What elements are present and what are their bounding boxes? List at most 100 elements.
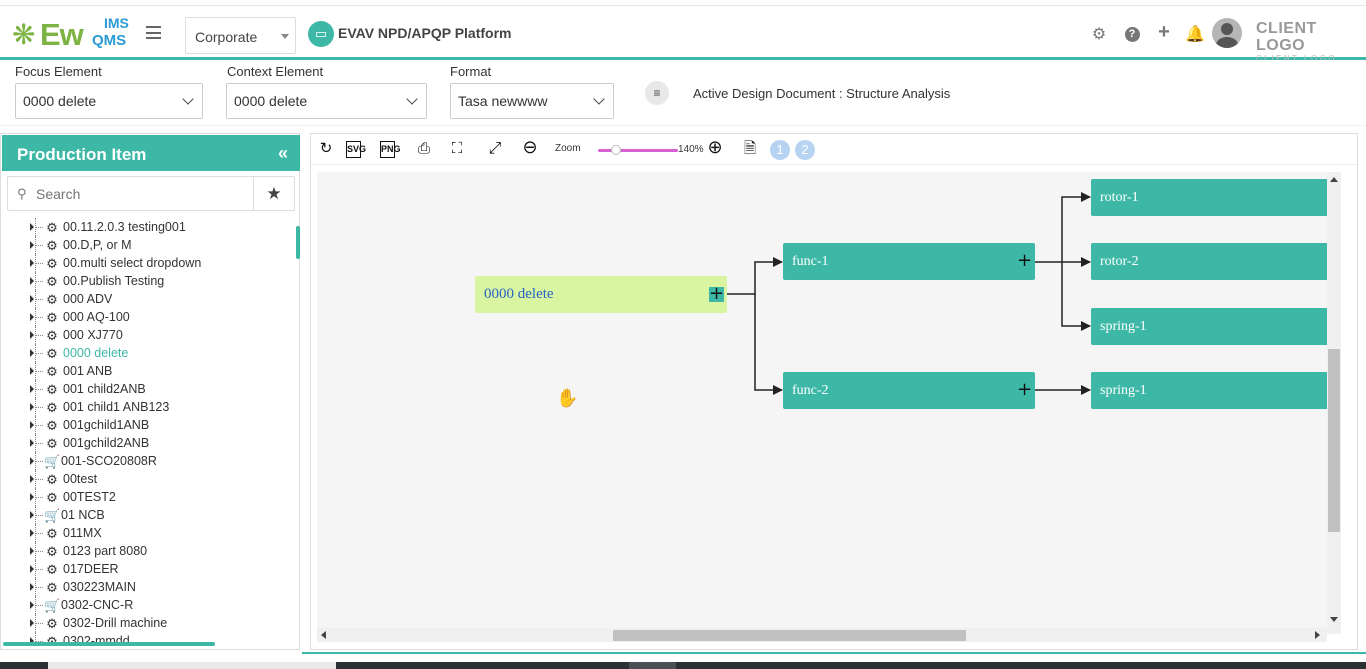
company-select[interactable]: Corporate (185, 17, 296, 54)
sidebar-vertical-scrollbar[interactable] (296, 226, 300, 259)
diagram-node-root[interactable]: 0000 delete + (475, 276, 727, 313)
expand-arrow-icon[interactable] (30, 241, 34, 249)
expand-arrow-icon[interactable] (30, 565, 34, 573)
tree-item[interactable]: ⚙001 child2ANB (2, 380, 294, 398)
tree-item[interactable]: ⚙030223MAIN (2, 578, 294, 596)
vertical-scroll-thumb[interactable] (1328, 349, 1340, 532)
diagram-node-func-1[interactable]: func-1 + (783, 243, 1035, 280)
expand-arrow-icon[interactable] (30, 349, 34, 357)
expand-plus-icon[interactable]: + (709, 283, 725, 304)
tree-item[interactable]: ⚙000 AQ-100 (2, 308, 294, 326)
platform-title[interactable]: EVAV NPD/APQP Platform (338, 25, 512, 41)
fit-to-screen-icon[interactable]: ⤢ (488, 140, 502, 157)
sidebar-horizontal-scrollbar[interactable] (3, 642, 215, 646)
ewqms-logo[interactable]: ❋ Ew IMS QMS (12, 15, 132, 52)
expand-arrow-icon[interactable] (30, 493, 34, 501)
expand-plus-icon[interactable]: + (1017, 379, 1033, 400)
diagram-node-spring-1-func-2[interactable]: spring-1 (1091, 372, 1341, 409)
tree-item[interactable]: ⚙011MX (2, 524, 294, 542)
tree-item[interactable]: ⚙00.11.2.0.3 testing001 (2, 218, 294, 236)
tree-item[interactable]: ⚙00TEST2 (2, 488, 294, 506)
expand-arrow-icon[interactable] (30, 331, 34, 339)
taskbar-segment[interactable] (629, 662, 676, 669)
focus-element-select[interactable]: 0000 delete (15, 83, 203, 119)
expand-arrow-icon[interactable] (30, 367, 34, 375)
export-svg-icon[interactable]: SVG (346, 141, 366, 158)
zoom-in-icon[interactable]: ⊕ (707, 137, 723, 157)
export-png-icon[interactable]: PNG (380, 141, 401, 158)
zoom-out-icon[interactable]: ⊖ (522, 137, 538, 157)
tree-item[interactable]: ⚙0302-mmdd (2, 632, 294, 642)
help-icon[interactable]: ? (1122, 24, 1142, 42)
expand-arrow-icon[interactable] (30, 385, 34, 393)
star-icon[interactable]: ★ (253, 177, 294, 210)
tree-item[interactable]: ⚙00.Publish Testing (2, 272, 294, 290)
scroll-left-arrow-icon[interactable] (321, 631, 326, 639)
expand-arrow-icon[interactable] (30, 529, 34, 537)
expand-arrow-icon[interactable] (30, 421, 34, 429)
diagram-node-rotor-1[interactable]: rotor-1 (1091, 179, 1341, 216)
scroll-up-arrow-icon[interactable] (1330, 177, 1338, 182)
expand-arrow-icon[interactable] (30, 637, 34, 642)
zoom-slider-handle[interactable] (610, 145, 621, 155)
tree-item[interactable]: 🛒01 NCB (2, 506, 294, 524)
structure-diagram-canvas[interactable]: 0000 delete + func-1 + func-2 + rotor-1 … (317, 172, 1341, 634)
expand-plus-icon[interactable]: + (1017, 250, 1033, 271)
expand-arrow-icon[interactable] (30, 295, 34, 303)
print-icon[interactable]: ⎙ (417, 140, 430, 157)
expand-arrow-icon[interactable] (30, 583, 34, 591)
scroll-down-arrow-icon[interactable] (1330, 617, 1338, 622)
diagram-node-func-2[interactable]: func-2 + (783, 372, 1035, 409)
expand-arrow-icon[interactable] (30, 457, 34, 465)
tree-item[interactable]: ⚙00test (2, 470, 294, 488)
tree-item[interactable]: ⚙0302-Drill machine (2, 614, 294, 632)
gear-icon[interactable]: ⚙ (1091, 26, 1107, 43)
tree-item[interactable]: ⚙001 ANB (2, 362, 294, 380)
expand-arrow-icon[interactable] (30, 511, 34, 519)
expand-arrow-icon[interactable] (30, 601, 34, 609)
document-icon[interactable]: 🗎 (743, 140, 757, 157)
expand-arrow-icon[interactable] (30, 439, 34, 447)
collapse-sidebar-icon[interactable]: « (277, 143, 288, 163)
expand-arrow-icon[interactable] (30, 475, 34, 483)
page-2-button[interactable]: 2 (795, 140, 815, 160)
canvas-vertical-scrollbar[interactable] (1327, 172, 1341, 634)
tree-item[interactable]: ⚙00.multi select dropdown (2, 254, 294, 272)
zoom-slider[interactable] (598, 149, 678, 152)
tree-item[interactable]: ⚙00.D,P, or M (2, 236, 294, 254)
layers-icon[interactable]: ≡ (645, 81, 669, 105)
expand-arrow-icon[interactable] (30, 223, 34, 231)
search-input[interactable] (36, 184, 246, 204)
diagram-node-rotor-2[interactable]: rotor-2 (1091, 243, 1341, 280)
expand-arrow-icon[interactable] (30, 313, 34, 321)
refresh-icon[interactable]: ↻ (319, 140, 333, 157)
tree-item[interactable]: ⚙001gchild1ANB (2, 416, 294, 434)
tree-item[interactable]: ⚙000 XJ770 (2, 326, 294, 344)
tree-item[interactable]: 🛒001-SCO20808R (2, 452, 294, 470)
plus-icon[interactable]: + (1158, 21, 1170, 43)
avatar[interactable] (1212, 18, 1242, 48)
tree-item[interactable]: ⚙017DEER (2, 560, 294, 578)
tree-item[interactable]: ⚙000 ADV (2, 290, 294, 308)
page-1-button[interactable]: 1 (770, 140, 790, 160)
diagram-node-spring-1[interactable]: spring-1 (1091, 308, 1341, 345)
tree-item[interactable]: 🛒0302-CNC-R (2, 596, 294, 614)
canvas-horizontal-scrollbar[interactable] (317, 628, 1327, 642)
taskbar-segment[interactable] (48, 662, 336, 669)
expand-arrow-icon[interactable] (30, 403, 34, 411)
hamburger-menu-icon[interactable] (146, 26, 161, 39)
horizontal-scroll-thumb[interactable] (613, 630, 966, 641)
expand-arrow-icon[interactable] (30, 619, 34, 627)
fullscreen-icon[interactable]: ⛶ (451, 140, 463, 157)
tree-item[interactable]: ⚙001gchild2ANB (2, 434, 294, 452)
tree-item[interactable]: ⚙0123 part 8080 (2, 542, 294, 560)
expand-arrow-icon[interactable] (30, 259, 34, 267)
format-select[interactable]: Tasa newwww (450, 83, 614, 119)
bell-icon[interactable]: 🔔 (1185, 26, 1205, 43)
expand-arrow-icon[interactable] (30, 277, 34, 285)
monitor-icon[interactable]: ▭ (308, 21, 334, 47)
tree-item[interactable]: ⚙0000 delete (2, 344, 294, 362)
tree-item[interactable]: ⚙001 child1 ANB123 (2, 398, 294, 416)
context-element-select[interactable]: 0000 delete (226, 83, 427, 119)
expand-arrow-icon[interactable] (30, 547, 34, 555)
